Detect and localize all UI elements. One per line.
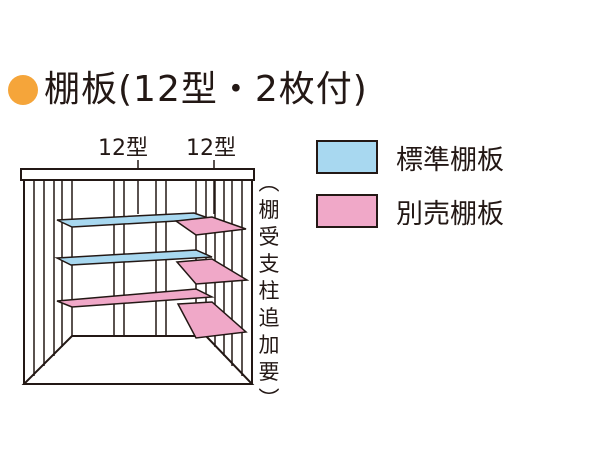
extra-shelf: [175, 258, 250, 285]
extra-shelf: [176, 301, 248, 339]
shed-roof: [20, 168, 255, 181]
extra-shelf: [56, 288, 215, 308]
shed-floor: [21, 335, 255, 385]
orange-bullet-icon: [8, 75, 38, 105]
standard-shelf: [54, 249, 213, 266]
legend-label-standard: 標準棚板: [396, 144, 504, 176]
support-pillar-note: ︵棚受支柱追加要︶: [258, 171, 280, 411]
standard-shelf-size-label: 12型: [98, 136, 148, 161]
extra-shelf: [173, 216, 247, 236]
legend-item-extra: 別売棚板: [316, 191, 504, 231]
extra-shelf-size-label: 12型: [186, 136, 236, 161]
title-row: 棚板(12型・2枚付): [8, 66, 368, 114]
legend-swatch-extra: [316, 194, 378, 228]
page-title: 棚板(12型・2枚付): [44, 69, 368, 110]
legend-swatch-standard: [316, 140, 378, 174]
legend-item-standard: 標準棚板: [316, 137, 504, 177]
legend-label-extra: 別売棚板: [396, 198, 504, 230]
